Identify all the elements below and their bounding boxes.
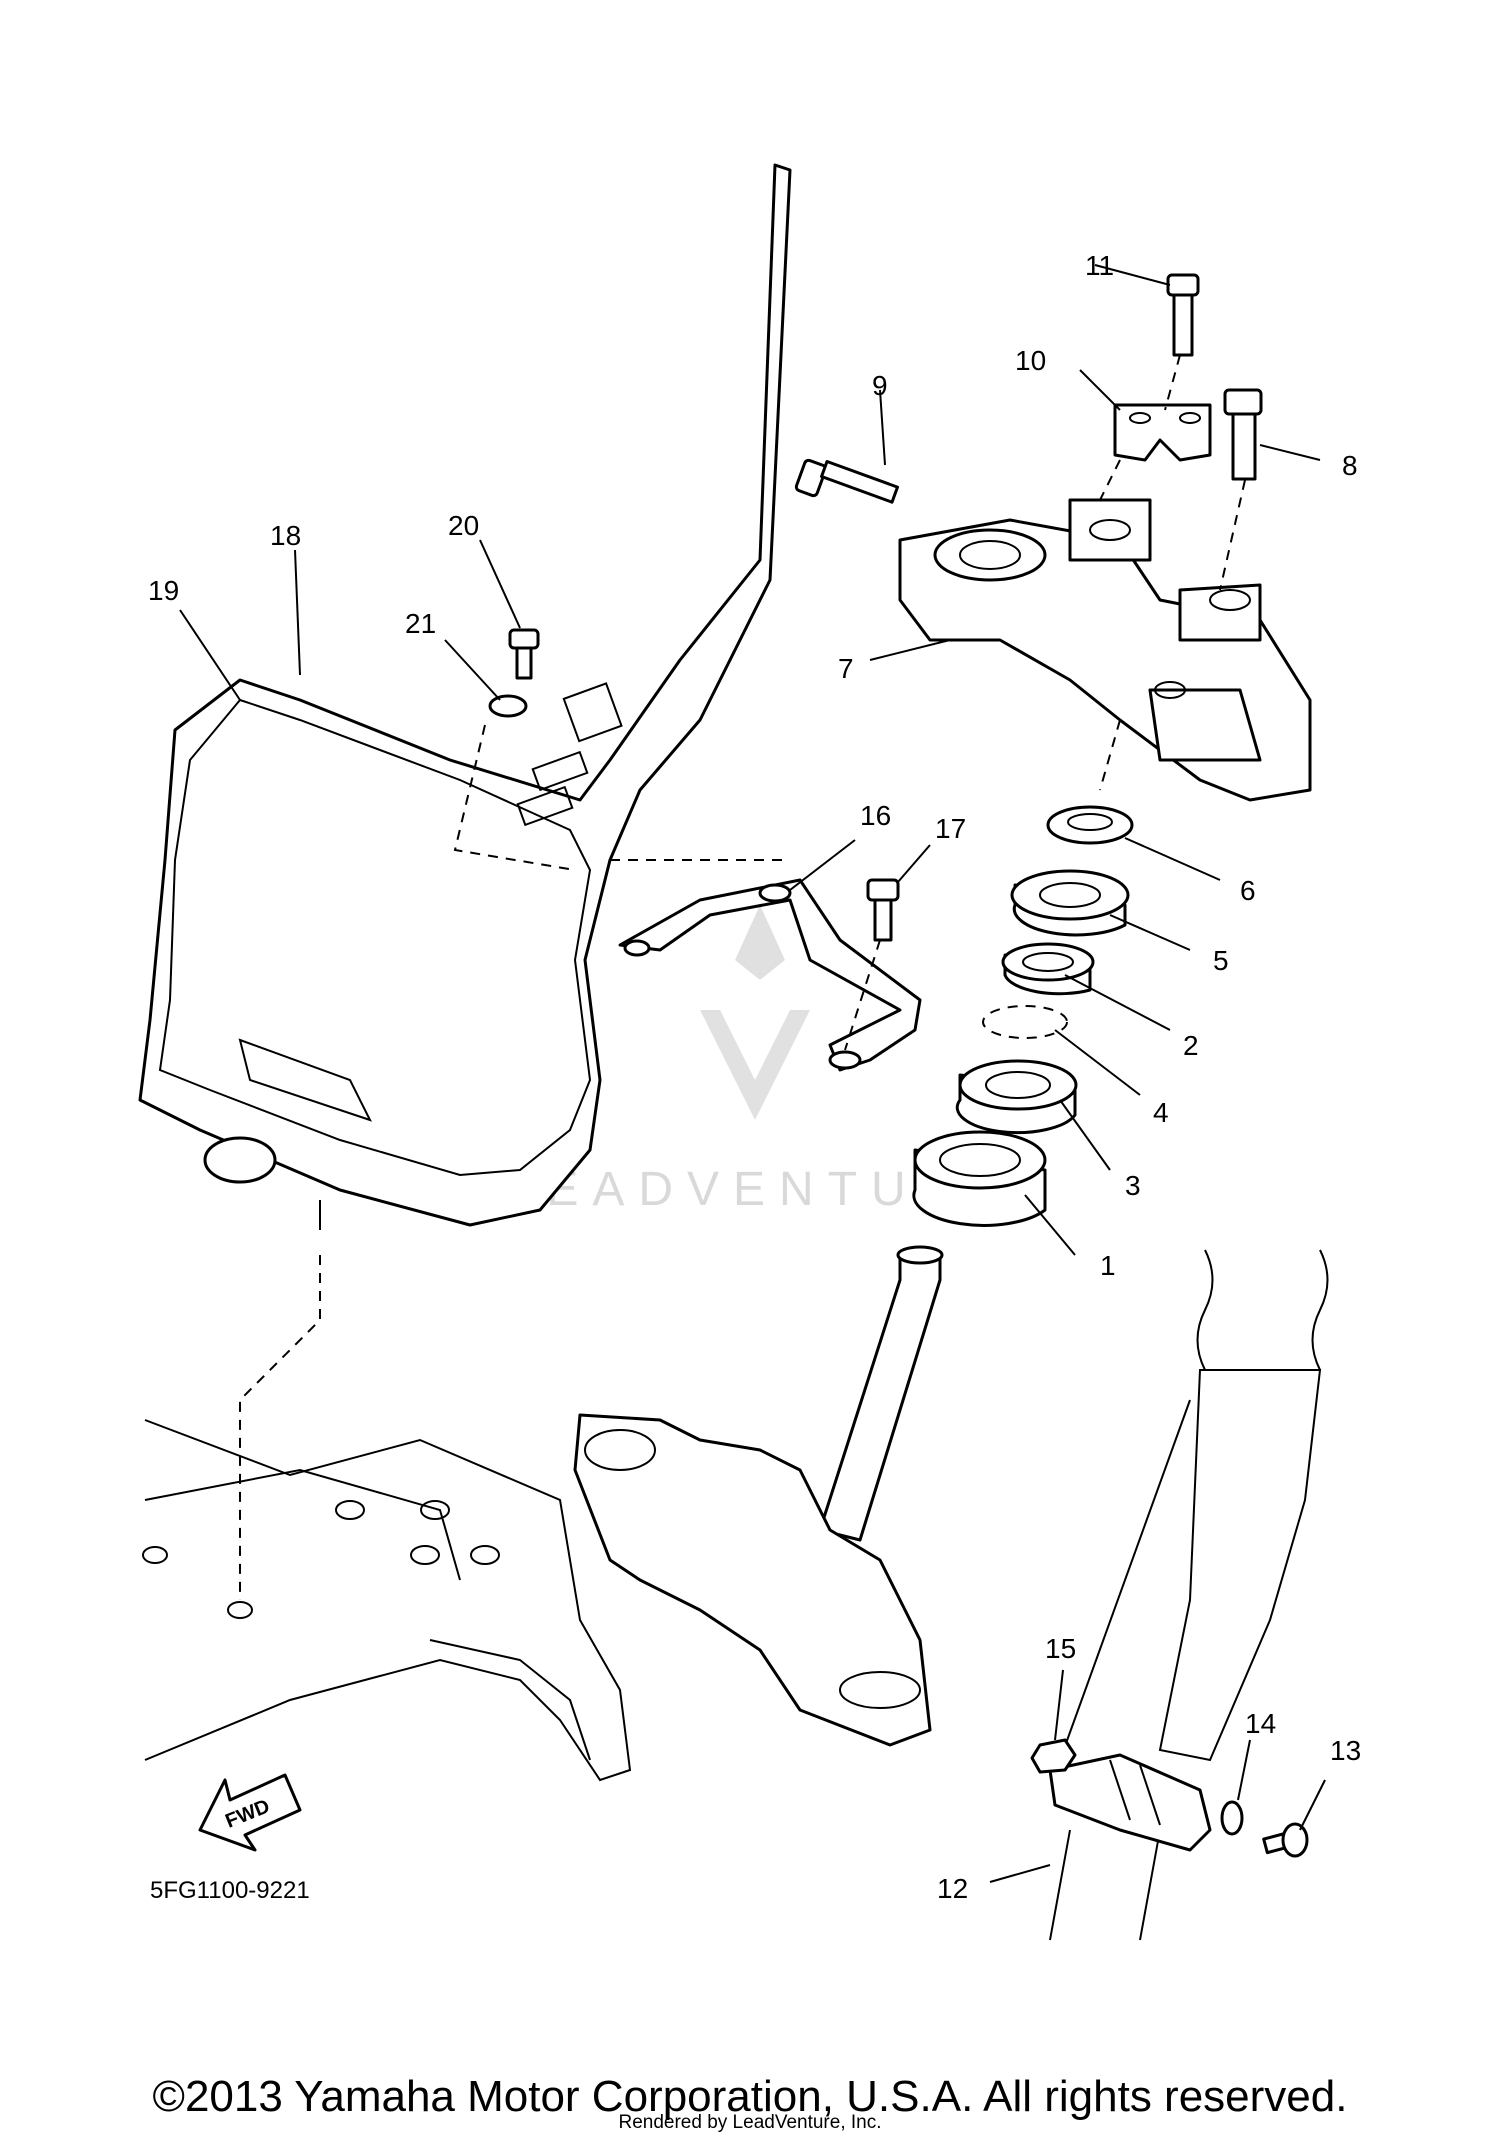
callout-8: 8: [1342, 450, 1358, 481]
lower-bracket: [573, 1245, 944, 1747]
callout-17: 17: [935, 813, 966, 844]
callout-10: 10: [1015, 345, 1046, 376]
diagram-code: 5FG1100-9221: [150, 1877, 310, 1904]
front-fender: [142, 1419, 632, 1782]
callout-3: 3: [1125, 1170, 1141, 1201]
copyright-notice: ©2013 Yamaha Motor Corporation, U.S.A. A…: [152, 2072, 1348, 2121]
callout-9: 9: [872, 370, 888, 401]
callout-20: 20: [448, 510, 479, 541]
callout-19: 19: [148, 575, 179, 606]
assembly-guide-lines: [239, 354, 1246, 1600]
leader-lines: [179, 264, 1326, 1883]
callout-1: 1: [1100, 1250, 1116, 1281]
ring-nut-6: [1046, 805, 1134, 845]
bolt-8: [1223, 388, 1263, 481]
callout-6: 6: [1240, 875, 1256, 906]
callout-numbers: 1 2 3 4 5 6 7 8 9 10 11 12 13 14 15 16 1…: [148, 250, 1361, 1904]
number-plate-stay: [618, 878, 922, 1072]
watermark-logo: [700, 905, 810, 1120]
callout-13: 13: [1330, 1735, 1361, 1766]
holder-10: [1113, 403, 1212, 462]
ball-bearing-4: [982, 1005, 1068, 1039]
bolt-11: [1166, 273, 1200, 357]
fwd-arrow: FWD: [198, 1773, 302, 1852]
bearing-3: [955, 1059, 1078, 1135]
bolt-13: [1262, 1822, 1309, 1858]
upper-bracket: [898, 498, 1312, 802]
callout-15: 15: [1045, 1633, 1076, 1664]
collar-14: [1220, 1800, 1244, 1836]
callout-14: 14: [1245, 1708, 1276, 1739]
rendered-by-notice: Rendered by LeadVenture, Inc.: [618, 2112, 882, 2133]
callout-21: 21: [405, 608, 436, 639]
bolt-20: [508, 628, 540, 680]
washer-21: [488, 694, 528, 718]
seal-5: [1010, 869, 1130, 937]
callout-12: 12: [937, 1873, 968, 1904]
callout-7: 7: [838, 653, 854, 684]
nut-15: [1030, 1738, 1077, 1774]
callout-5: 5: [1213, 945, 1229, 976]
callout-4: 4: [1153, 1097, 1169, 1128]
front-fork: [1049, 1249, 1329, 1941]
callout-2: 2: [1183, 1030, 1199, 1061]
hose-holder-12: [1048, 1753, 1212, 1852]
callout-11: 11: [1085, 250, 1114, 281]
race-2: [1001, 942, 1095, 996]
bolt-17: [866, 878, 900, 942]
callout-16: 16: [860, 800, 891, 831]
callout-18: 18: [270, 520, 301, 551]
bolt-9: [794, 458, 900, 504]
bearing-1: [912, 1130, 1047, 1227]
